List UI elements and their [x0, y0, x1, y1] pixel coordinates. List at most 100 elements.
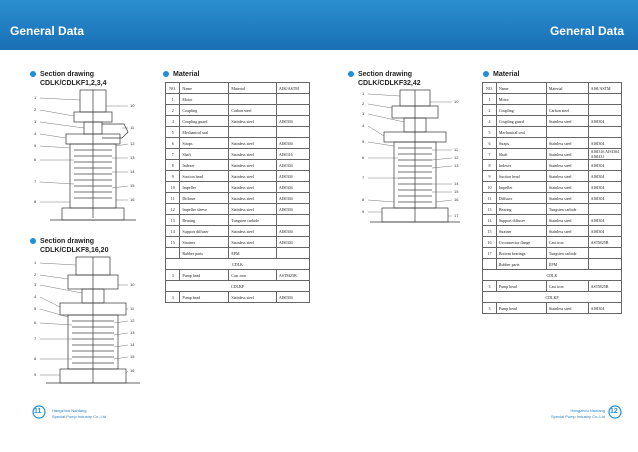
table-group-row: CDLK [165, 258, 310, 270]
table-cell: 11 [482, 192, 497, 204]
drawing-label: 11 [454, 147, 459, 152]
drawing-label: 3 [362, 111, 365, 116]
drawing-label: 6 [34, 157, 37, 162]
material-2-heading: Material [483, 70, 519, 79]
table-cell: AISI304 [275, 225, 311, 237]
table-cell: Mechanical seal [179, 126, 230, 138]
table-cell: Material [545, 82, 589, 94]
table-cell: Stainless steel [228, 236, 277, 248]
table-cell: AISI304 [587, 214, 623, 226]
drawing-label: 15 [130, 354, 135, 359]
bullet-icon [483, 71, 489, 78]
table-cell: 10 [482, 181, 497, 193]
table-cell [482, 258, 497, 270]
section-drawing-3-subtitle: CDLK/CDLKF32,42 [358, 80, 421, 87]
table-cell [275, 214, 311, 226]
table-cell: Stainless steel [228, 192, 277, 204]
bullet-icon [30, 238, 36, 245]
drawing-label: 5 [34, 306, 37, 311]
table-cell: Stainless steel [228, 170, 277, 182]
drawing-label: 4 [34, 294, 37, 299]
table-group-label: CDLKF [165, 280, 310, 292]
table-cell: Stainless steel [228, 291, 277, 303]
table-cell: Bearing [495, 203, 547, 215]
table-cell: AISI316 AISI304 AISI431 [587, 148, 623, 160]
table-cell: EPM [545, 258, 589, 270]
drawing-label: 14 [130, 169, 135, 174]
table-cell: Name [495, 82, 547, 94]
table-cell [587, 126, 623, 138]
table-cell: AISI304 [587, 170, 623, 182]
table-cell: AISI304 [275, 159, 311, 171]
table-cell: Strainer [179, 236, 230, 248]
table-cell: Stainless steel [228, 148, 277, 160]
table-cell: Mechanical seal [495, 126, 547, 138]
table-cell: AISI304 [587, 302, 623, 314]
table-cell: 15 [482, 225, 497, 237]
table-cell: Motor [179, 93, 230, 105]
table-cell: 13 [164, 214, 181, 226]
table-cell: 4 [482, 115, 497, 127]
table-cell: EPM [228, 247, 277, 259]
drawing-label: 13 [130, 330, 135, 335]
page-number-right: 12 [610, 408, 618, 415]
table-cell: Stainless steel [545, 192, 589, 204]
section-drawing-1-subtitle: CDLK/CDLKF1,2,3,4 [40, 80, 107, 87]
drawing-label: 2 [34, 272, 37, 277]
table-cell: Stainless steel [228, 115, 277, 127]
table-cell: AISI304 [275, 192, 311, 204]
table-group-row: CDLK [482, 269, 622, 281]
table-cell: 8 [482, 159, 497, 171]
table-cell: 3 [482, 302, 497, 314]
table-cell [587, 247, 623, 259]
table-cell: 10 [164, 181, 181, 193]
section-drawing-cdlk-8-20: 1 2 3 4 5 6 7 8 9 10 11 12 13 14 15 16 [34, 256, 140, 384]
table-cell: ASTM25B [275, 269, 311, 281]
table-cell [545, 126, 589, 138]
table-cell: AISI316 [275, 148, 311, 160]
table-cell [587, 258, 623, 270]
company-name-right: Hangzhou Nanfang Special Pump Industry C… [550, 408, 605, 419]
header-title-left: General Data [10, 24, 85, 38]
table-cell: AISI304 [275, 203, 311, 215]
table-cell: Stainless steel [228, 137, 277, 149]
section-drawing-3-heading: Section drawing CDLK/CDLKF32,42 [348, 70, 421, 88]
drawing-label: 12 [454, 155, 459, 160]
table-cell: AISI304 [275, 181, 311, 193]
table-cell: 2 [164, 104, 181, 116]
drawing-label: 16 [454, 197, 459, 202]
table-cell: Stainless steel [545, 181, 589, 193]
table-cell: Coupling guard [179, 115, 230, 127]
table-cell: 12 [164, 203, 181, 215]
drawing-label: 6 [34, 320, 37, 325]
table-cell [275, 247, 311, 259]
table-cell: Pump head [179, 269, 230, 281]
company-logo-icon [32, 405, 46, 419]
table-cell: Stainless steel [545, 225, 589, 237]
material-1-heading: Material [163, 70, 199, 79]
table-cell: 13 [482, 203, 497, 215]
table-cell: 6 [482, 137, 497, 149]
drawing-label: 8 [34, 356, 37, 361]
table-group-label: CDLK [482, 269, 622, 281]
drawing-label: 7 [362, 175, 365, 180]
